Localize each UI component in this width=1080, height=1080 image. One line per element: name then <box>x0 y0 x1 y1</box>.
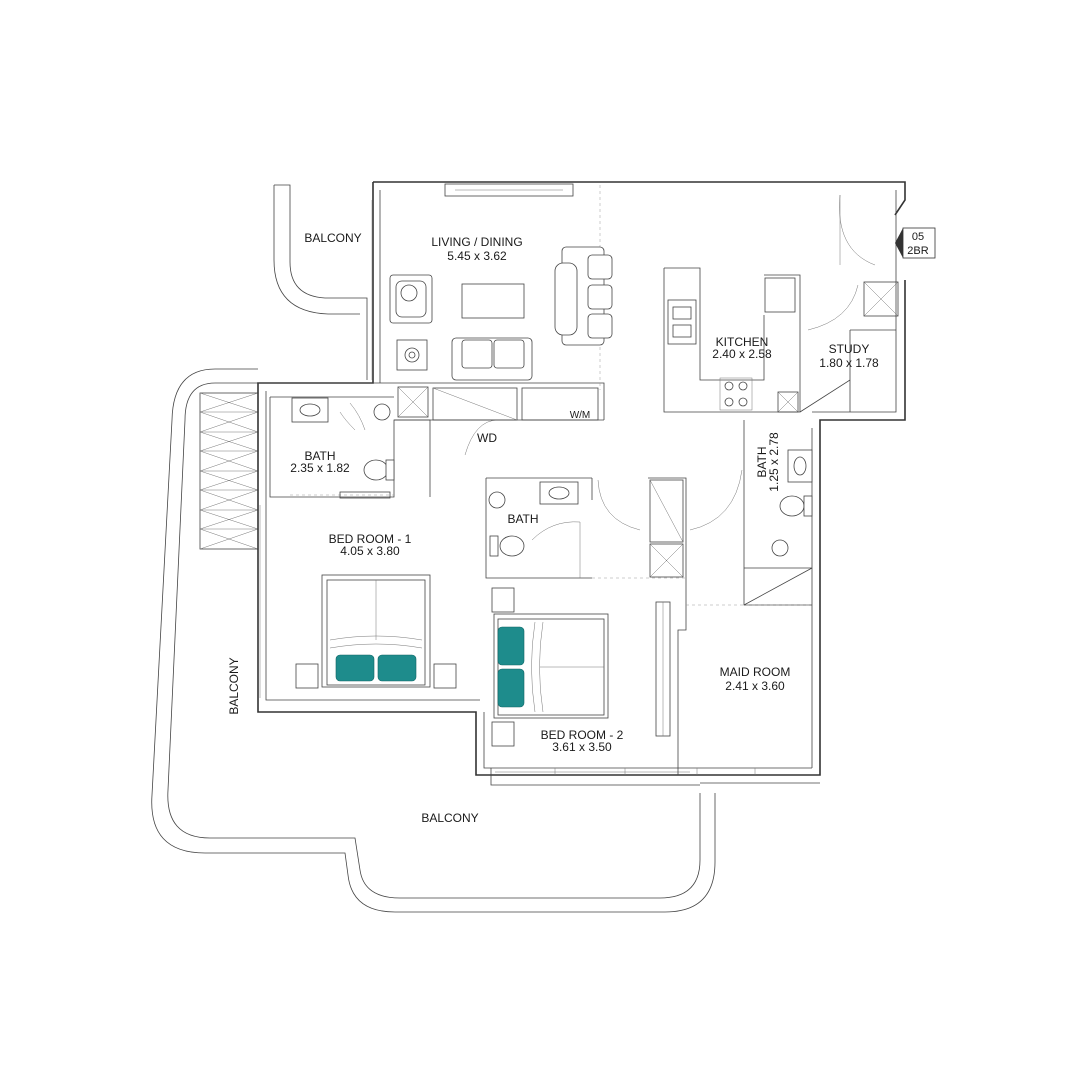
windows <box>259 183 756 775</box>
balcony-left-label: BALCONY <box>227 657 241 714</box>
bath2-fixtures <box>488 481 579 557</box>
bath3-size: 1.25 x 2.78 <box>767 432 781 492</box>
bedroom2-size: 3.61 x 3.50 <box>552 740 612 754</box>
bath3-fixtures <box>771 449 813 557</box>
bedroom2-label: BED ROOM - 2 <box>541 728 624 742</box>
balcony-outline <box>151 184 716 913</box>
study-label: STUDY <box>829 342 870 356</box>
maid-room-size: 2.41 x 3.60 <box>725 679 785 693</box>
unit-type: 2BR <box>907 245 928 257</box>
living-dining-label: LIVING / DINING <box>431 235 522 249</box>
living-dining-size: 5.45 x 3.62 <box>447 249 507 263</box>
balcony-railing <box>199 392 259 550</box>
kitchen-label: KITCHEN <box>716 335 769 349</box>
bath2-label: BATH <box>507 512 538 526</box>
bedroom1-label: BED ROOM - 1 <box>329 532 412 546</box>
bath3-label: BATH <box>755 446 769 477</box>
doors <box>339 194 876 578</box>
washing-machine-label: W/M <box>570 410 591 421</box>
service-shafts <box>397 281 899 578</box>
wardrobe-label: WD <box>477 431 497 445</box>
unit-tag: 05 2BR <box>895 227 936 259</box>
living-furniture <box>389 246 613 381</box>
kitchen-fixtures <box>667 277 796 411</box>
bath1-size: 2.35 x 1.82 <box>290 461 350 475</box>
study-size: 1.80 x 1.78 <box>819 356 879 370</box>
balcony-bottom-label: BALCONY <box>421 811 478 825</box>
bedroom2-bed <box>491 587 671 747</box>
balcony-top-label: BALCONY <box>304 231 361 245</box>
bedroom1-bed <box>295 574 457 689</box>
interior-walls <box>258 185 896 775</box>
kitchen-size: 2.40 x 2.58 <box>712 347 772 361</box>
bedroom1-size: 4.05 x 3.80 <box>340 544 400 558</box>
bath1-fixtures <box>291 397 395 499</box>
maid-room-label: MAID ROOM <box>720 665 791 679</box>
unit-number: 05 <box>912 231 924 243</box>
bath1-label: BATH <box>304 449 335 463</box>
